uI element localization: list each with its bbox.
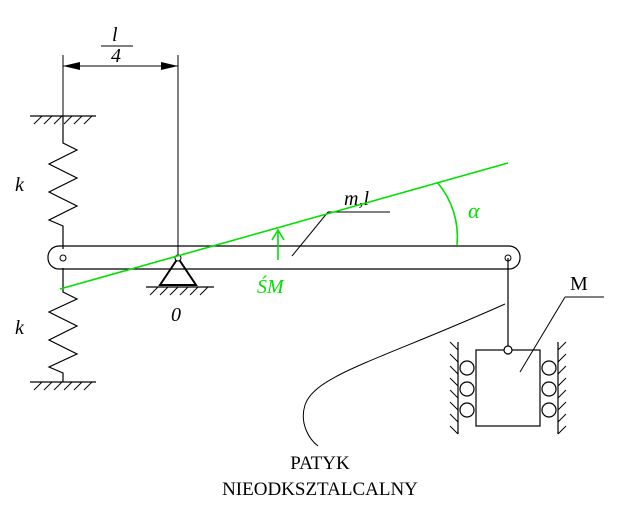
center-of-mass-label: ŚM — [257, 274, 285, 298]
left-roller-1 — [459, 360, 475, 376]
dimension-arrow-left — [63, 62, 80, 70]
dimension-arrow-right — [161, 62, 178, 70]
top-spring — [47, 116, 79, 249]
beam-label: m,l — [344, 188, 369, 210]
mass-joint — [503, 345, 513, 355]
left-roller-2 — [459, 381, 475, 397]
pivot-support — [146, 254, 214, 296]
mass-block — [475, 345, 541, 427]
pivot-label: 0 — [171, 304, 181, 326]
dimension-numerator: l — [112, 24, 118, 46]
beam — [47, 245, 521, 270]
left-roller-3 — [459, 402, 475, 418]
right-roller-2 — [541, 381, 557, 397]
right-guide-rail — [541, 341, 567, 435]
caption-line-1: PATYK — [290, 453, 350, 474]
right-roller-1 — [541, 360, 557, 376]
dimension-denominator: 4 — [111, 45, 121, 67]
spring-top-label: k — [15, 174, 25, 196]
beam-left-joint — [59, 254, 67, 262]
angle-label: α — [468, 198, 480, 223]
left-guide-rail — [449, 341, 475, 435]
rotated-beam-axis — [59, 162, 509, 290]
caption-leader — [302, 303, 506, 447]
bottom-ground-support — [30, 381, 96, 391]
caption-line-2: NIEODKSZTALCALNY — [222, 479, 418, 500]
angle-arc — [436, 181, 459, 246]
center-of-mass-marker — [271, 228, 285, 260]
mass-label-leader — [519, 296, 604, 373]
bottom-spring — [47, 268, 79, 382]
mass-label: M — [570, 273, 588, 295]
dimension-quarter-length — [62, 45, 179, 256]
beam-label-leader — [291, 211, 390, 257]
right-roller-3 — [541, 402, 557, 418]
spring-bottom-label: k — [15, 317, 25, 339]
